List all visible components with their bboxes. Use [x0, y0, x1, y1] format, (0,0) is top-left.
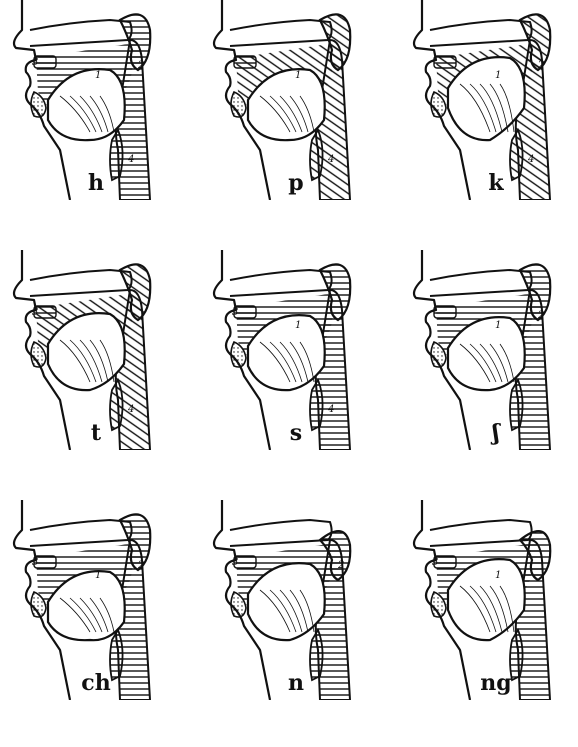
- panel-s: 1 3 4 s: [200, 250, 392, 497]
- reference-number: 4: [327, 404, 334, 415]
- palate-line: [30, 520, 132, 546]
- reference-number: 4: [127, 154, 134, 165]
- reference-number: 1: [495, 320, 501, 331]
- panel-ch: 1 2 3 ch: [0, 500, 192, 747]
- reference-number: 3: [32, 57, 38, 68]
- reference-number: 1: [95, 570, 101, 581]
- panel-sh: 1 2 ʃ: [400, 250, 578, 497]
- reference-number: 3: [432, 557, 438, 568]
- phoneme-label: n: [200, 670, 392, 696]
- palate-line: [230, 520, 332, 546]
- phoneme-label: k: [400, 170, 578, 196]
- reference-number: 1: [495, 570, 501, 581]
- panel-k: 1 2 4 k: [400, 0, 578, 247]
- phoneme-label: t: [0, 420, 192, 446]
- reference-number: 4: [127, 404, 134, 415]
- reference-number: 2: [137, 560, 144, 571]
- phoneme-label: ng: [400, 670, 578, 696]
- reference-number: 2: [537, 60, 544, 71]
- reference-number: 2: [137, 60, 144, 71]
- palate-line: [230, 270, 332, 296]
- upper-teeth: [234, 56, 256, 68]
- upper-teeth: [434, 56, 456, 68]
- reference-number: 1: [295, 320, 301, 331]
- reference-number: 1: [295, 70, 301, 81]
- reference-number: 1: [495, 70, 501, 81]
- panel-p: 1 4 p: [200, 0, 392, 247]
- palate-line: [30, 20, 132, 46]
- phoneme-label: s: [200, 420, 392, 446]
- palate-line: [230, 20, 332, 46]
- palate-line: [30, 270, 132, 296]
- phoneme-label: ch: [0, 670, 192, 696]
- panel-t: 3 4 t: [0, 250, 192, 497]
- reference-number: 3: [232, 307, 238, 318]
- panel-ng: 1 3 ng: [400, 500, 578, 747]
- phoneme-label: p: [200, 170, 392, 196]
- reference-number: 4: [527, 154, 534, 165]
- palate-line: [430, 270, 532, 296]
- phoneme-label: h: [0, 170, 192, 196]
- panel-h: 1 2 3 4 h: [0, 0, 192, 247]
- upper-teeth: [434, 306, 456, 318]
- palate-line: [430, 520, 532, 546]
- reference-number: 4: [327, 154, 334, 165]
- reference-number: 3: [232, 557, 238, 568]
- reference-number: 3: [32, 307, 38, 318]
- reference-number: 2: [537, 310, 544, 321]
- reference-number: 1: [95, 70, 101, 81]
- panel-n: 2 3 n: [200, 500, 392, 747]
- palate-line: [430, 20, 532, 46]
- phoneme-label: ʃ: [400, 420, 578, 446]
- reference-number: 3: [32, 557, 38, 568]
- reference-number: 2: [337, 560, 344, 571]
